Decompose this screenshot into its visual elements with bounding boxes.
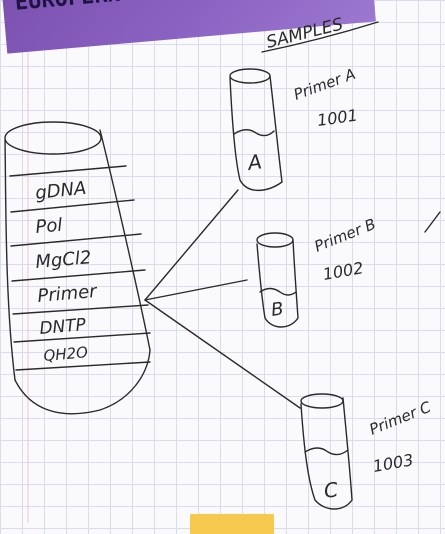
primer-b-number: 1002 [321,258,364,284]
component-qh2o: QH2O [43,343,89,365]
connector-c [144,299,301,409]
sample-tube-c [300,393,353,510]
component-pol: Pol [35,215,64,238]
stray-mark [424,211,441,233]
master-tube [4,121,151,415]
primer-b-label: Primer B [312,215,379,256]
connector-a [144,189,239,301]
tube-c-label: C [322,477,339,503]
margin-line [27,0,29,523]
primer-c-number: 1003 [371,450,414,476]
samples-underline [261,21,379,53]
tube-b-label: B [270,298,285,321]
component-gdna: gDNA [34,178,87,204]
sample-tube-b [256,232,299,328]
component-mgcl2: MgCl2 [35,247,93,273]
samples-heading: SAMPLES [264,14,345,52]
sample-tube-a [229,68,283,192]
component-primer: Primer [37,281,99,307]
primer-a-label: Primer A [291,65,358,104]
connector-b [144,279,248,301]
pcr-diagram: SAMPLES gDNA Pol MgCl2 Primer DNTP QH2O … [4,14,441,510]
tube-a-label: A [244,149,263,175]
primer-c-label: Primer C [367,398,434,439]
component-dntp: DNTP [39,315,88,339]
primer-a-number: 1001 [316,105,359,129]
